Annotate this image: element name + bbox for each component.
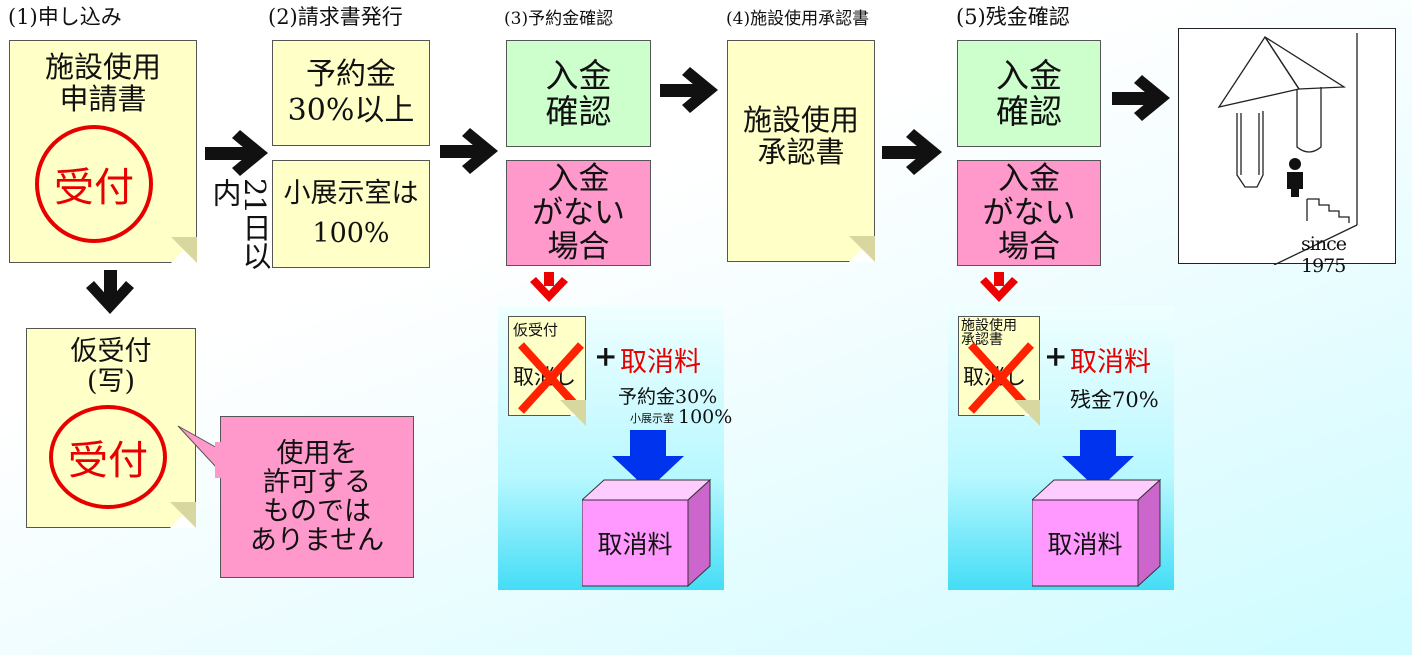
step2-header: (2)請求書発行 bbox=[268, 5, 403, 29]
not-a-permit-note: 使用を 許可する ものでは ありません bbox=[220, 416, 414, 578]
step3-header: (3)予約金確認 bbox=[504, 9, 614, 29]
page-fold-icon bbox=[849, 236, 875, 262]
provisional-stamp-label: 受付 bbox=[68, 438, 148, 484]
since-year-label: since 1975 bbox=[1301, 233, 1347, 277]
blue-down-arrow-icon bbox=[1062, 430, 1134, 490]
provisional-paper-label: 仮受付 bbox=[513, 321, 559, 339]
approval-paper: 施設使用 承認書 取消し bbox=[958, 316, 1040, 426]
page-fold-icon bbox=[1014, 400, 1040, 426]
step3-unpaid-box: 入金 がない 場合 bbox=[506, 160, 651, 266]
arrow-right-icon bbox=[205, 130, 268, 176]
approval-paper-label: 施設使用 承認書 bbox=[961, 318, 1017, 348]
red-arrow-down-icon bbox=[980, 272, 1018, 302]
page-fold-icon bbox=[560, 400, 586, 426]
application-form-title: 施設使用 申請書 bbox=[44, 50, 161, 116]
pavilion-icon bbox=[1217, 33, 1358, 265]
arrow-right-icon bbox=[882, 129, 942, 175]
cancel-fee-box-label: 取消料 bbox=[597, 530, 673, 559]
step4-header: (4)施設使用承認書 bbox=[726, 9, 870, 29]
cancel-fee-label: 取消料 bbox=[1070, 347, 1151, 378]
provisional-stamp: 受付 bbox=[49, 405, 167, 509]
small-room-rate-label: 小展示室 bbox=[630, 412, 674, 425]
balance-rate-label: 残金70% bbox=[1070, 388, 1159, 412]
step5-confirm-box: 入金 確認 bbox=[957, 40, 1101, 147]
reception-stamp-label: 受付 bbox=[54, 165, 134, 211]
approval-document-title: 施設使用 承認書 bbox=[742, 103, 859, 169]
facility-illustration: since 1975 bbox=[1178, 28, 1396, 277]
step1-header: (1)申し込み bbox=[8, 5, 122, 29]
blue-down-arrow-icon bbox=[612, 430, 684, 490]
approval-document-note: 施設使用 承認書 bbox=[727, 40, 875, 262]
step5-unpaid-box: 入金 がない 場合 bbox=[957, 160, 1101, 266]
provisional-receipt-title: 仮受付 (写) bbox=[70, 336, 152, 397]
reception-stamp: 受付 bbox=[35, 125, 153, 243]
within-21-days-label: 21日以内 bbox=[208, 178, 272, 269]
deposit-rate-label: 予約金30% bbox=[618, 386, 718, 408]
page-fold-icon bbox=[170, 502, 196, 528]
deposit-box: 予約金 30%以上 bbox=[272, 40, 430, 146]
page-fold-icon bbox=[171, 237, 197, 263]
small-room-box: 小展示室は 100% bbox=[272, 160, 430, 268]
provisional-paper: 仮受付 取消し bbox=[508, 316, 586, 426]
cancel-fee-box-icon bbox=[1032, 478, 1162, 588]
arrow-right-icon bbox=[1112, 75, 1170, 121]
cancel-panel-balance: 施設使用 承認書 取消し + 取消料 残金70% 取消料 bbox=[948, 306, 1174, 590]
arrow-right-icon bbox=[440, 128, 498, 174]
cancel-panel-deposit: 仮受付 取消し + 取消料 予約金30% 小展示室 100% 取消料 bbox=[498, 306, 732, 590]
plus-sign: + bbox=[1044, 340, 1068, 373]
red-arrow-down-icon bbox=[530, 272, 568, 302]
small-room-rate-value: 100% bbox=[678, 406, 733, 428]
provisional-receipt-note: 仮受付 (写) 受付 bbox=[26, 328, 196, 528]
arrow-right-icon bbox=[660, 67, 718, 113]
bubble-joint bbox=[215, 442, 225, 478]
plus-sign: + bbox=[594, 340, 618, 373]
cancel-fee-box-icon bbox=[582, 478, 712, 588]
step5-header: (5)残金確認 bbox=[956, 5, 1070, 29]
step3-confirm-box: 入金 確認 bbox=[506, 40, 651, 147]
cancel-fee-label: 取消料 bbox=[620, 347, 701, 378]
person-icon bbox=[1289, 158, 1301, 170]
arrow-down-icon bbox=[86, 270, 134, 314]
cancel-fee-box-label: 取消料 bbox=[1047, 530, 1123, 559]
application-form-note: 施設使用 申請書 受付 bbox=[9, 40, 197, 263]
